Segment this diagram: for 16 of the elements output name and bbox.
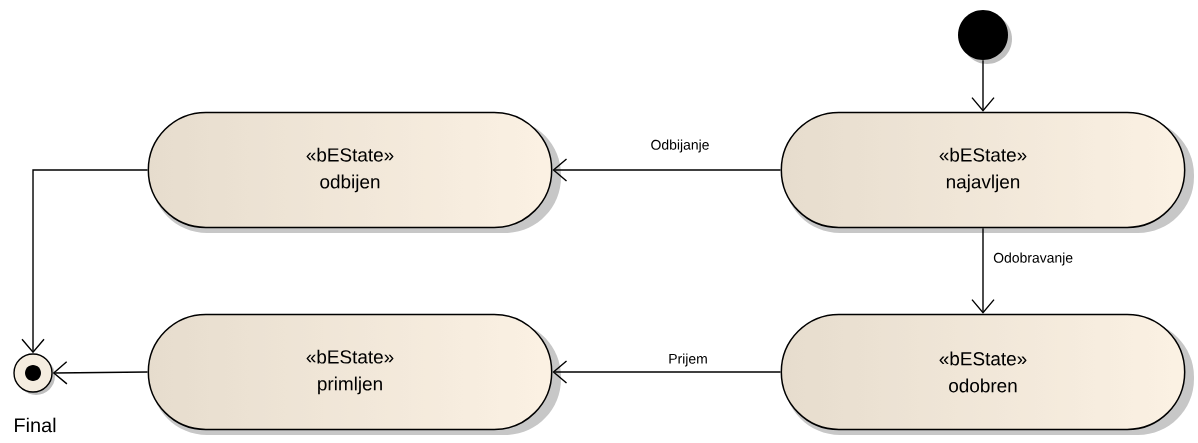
transition-arrow: [552, 360, 782, 384]
transition-arrow: [21, 169, 149, 354]
node-caption: Final: [15, 417, 56, 433]
edge-label: Prijem: [667, 352, 709, 368]
initial-state: [958, 10, 1012, 64]
state-box: «bEState» odbijen: [147, 111, 561, 233]
state-box: «bEState» najavljen: [780, 111, 1194, 233]
state-box: «bEState» odobren: [780, 313, 1194, 435]
transition-arrow: [971, 59, 995, 112]
final-state: [13, 353, 55, 395]
state-box: «bEState» primljen: [147, 313, 561, 435]
transition-arrow: [552, 158, 782, 182]
edge-label: Odbijanje: [649, 138, 711, 154]
edge-label: Odobravanje: [992, 251, 1075, 267]
transition-arrow: [52, 361, 149, 385]
transition-arrow: [971, 227, 995, 314]
